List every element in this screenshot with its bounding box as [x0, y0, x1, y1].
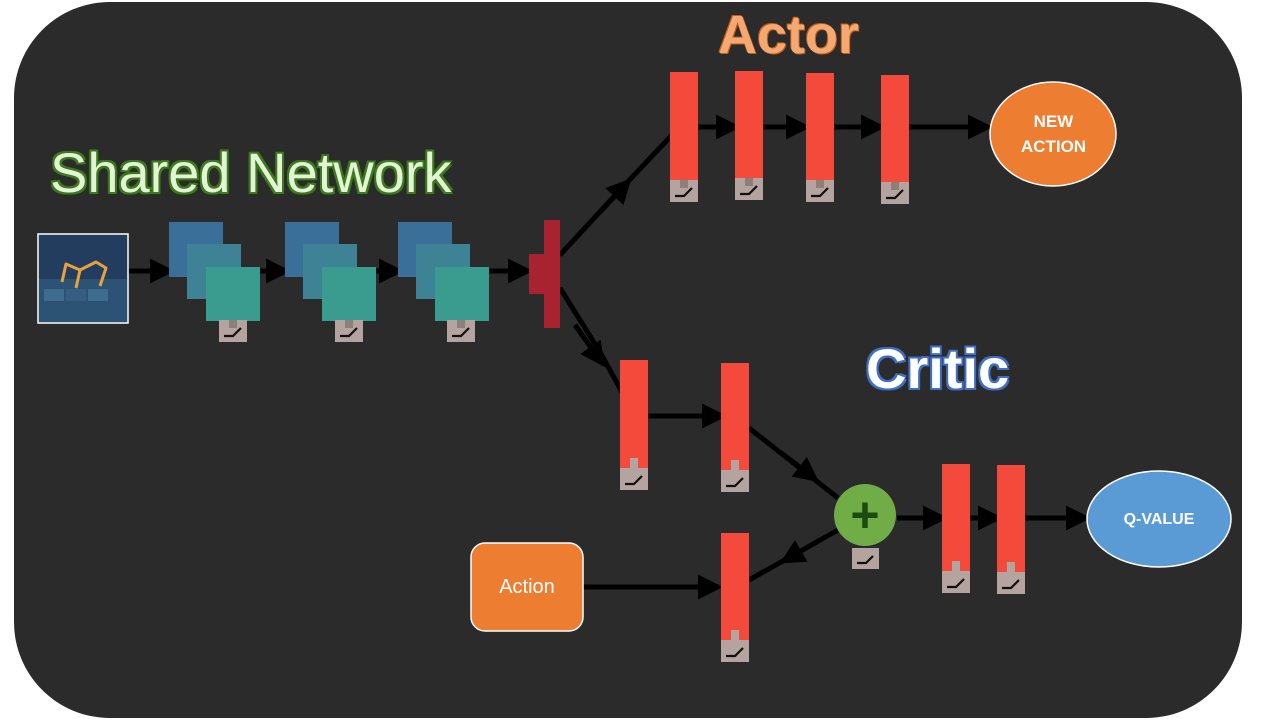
new-action-label-line2: ACTION — [1020, 137, 1087, 156]
conv-block-3 — [398, 222, 489, 321]
flatten-layer — [529, 220, 560, 328]
critic-title: Critic — [866, 337, 1010, 400]
action-dense — [721, 533, 749, 642]
connections — [128, 114, 1091, 600]
arrow-flatten-to-actor-head — [598, 178, 632, 214]
critic-dense-4 — [997, 465, 1025, 574]
new-action-node — [989, 81, 1117, 187]
actor-dense-3 — [806, 73, 834, 182]
sum-icon: + — [850, 487, 879, 543]
conv-block-2 — [285, 222, 376, 321]
actor-dense-1 — [670, 72, 698, 182]
action-input-label: Action — [499, 575, 555, 598]
critic-dense-3 — [942, 464, 970, 573]
actor-dense-4 — [881, 75, 909, 184]
critic-dense-1 — [620, 360, 648, 470]
relu-activation-icon — [942, 571, 970, 593]
conv-block-1 — [169, 222, 260, 321]
environment-thumbnail — [37, 233, 129, 324]
action-input-box — [470, 542, 584, 632]
critic-dense-2 — [721, 363, 749, 472]
q-value-node — [1086, 470, 1232, 568]
arrow-flatten-to-critic-head — [572, 323, 605, 368]
new-action-label-line1: NEW — [1033, 112, 1074, 131]
arrow-actionlayer-to-sum-head — [779, 537, 822, 564]
relu-activation-icon — [852, 548, 879, 569]
new-action-label: NEW ACTION — [990, 82, 1117, 186]
actor-title: Actor — [718, 5, 860, 65]
relu-activation-icon — [721, 640, 749, 662]
relu-activation-icon — [721, 470, 749, 492]
shared-network-title: Shared Network — [50, 141, 452, 204]
sum-node — [834, 484, 896, 546]
relu-activation-icon — [620, 468, 648, 490]
relu-activation-icon — [997, 572, 1025, 594]
q-value-label: Q-VALUE — [1123, 510, 1195, 528]
actor-dense-2 — [735, 71, 763, 179]
arrow-critic2-to-sum-head — [778, 450, 819, 483]
